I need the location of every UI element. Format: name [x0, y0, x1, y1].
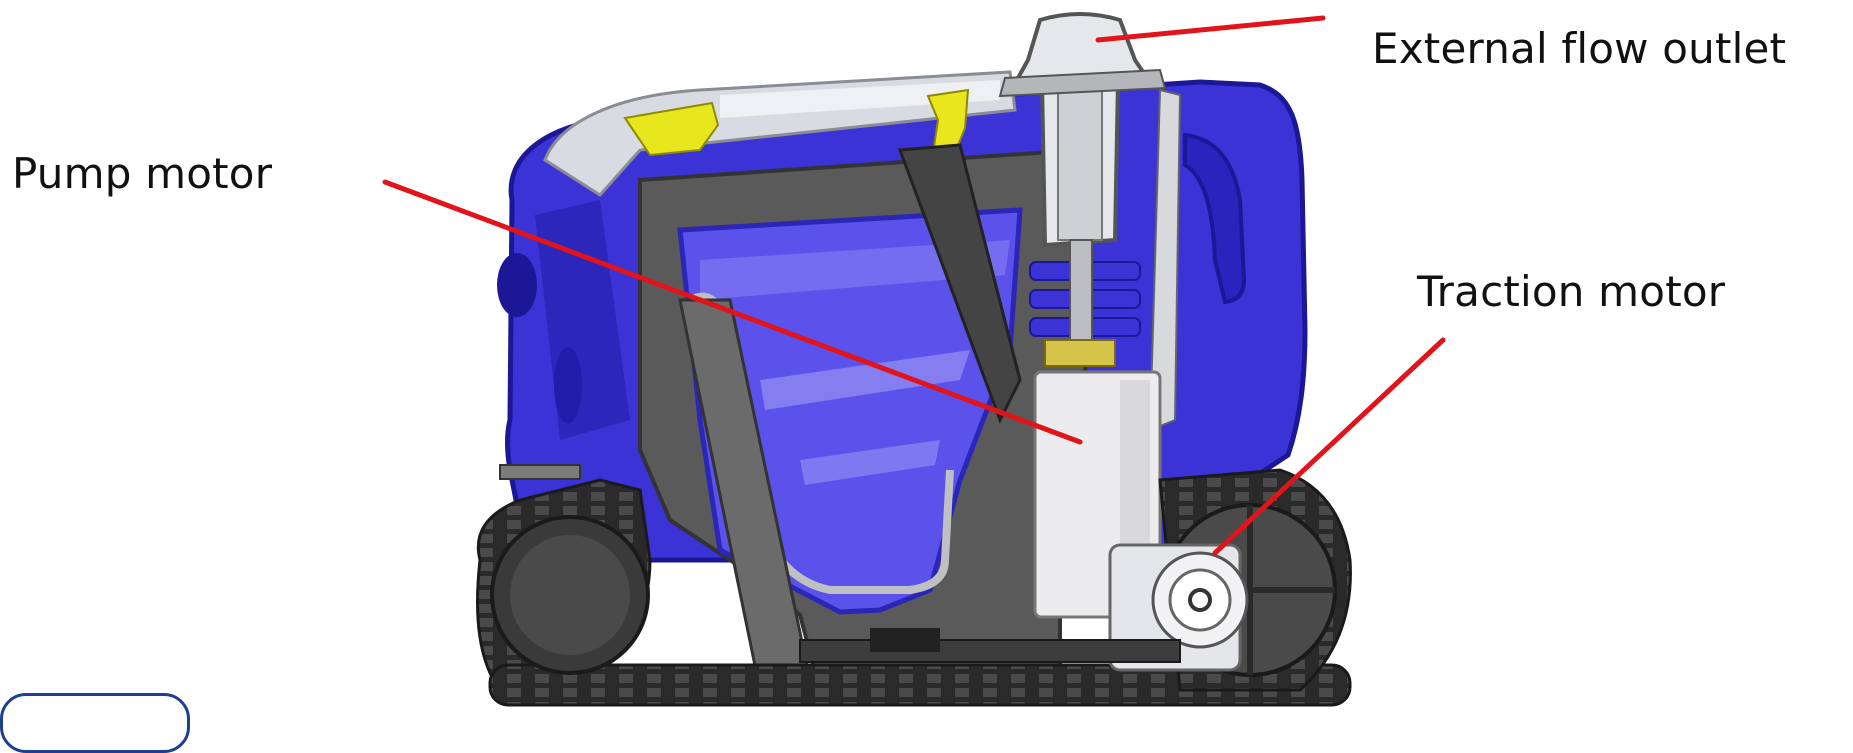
rear-wheel-hub: [510, 535, 630, 655]
slide-nav-frame[interactable]: [0, 693, 190, 753]
traction-motor-leader: [1212, 337, 1446, 556]
outlet-inner-tube: [1057, 89, 1103, 241]
traction-motor-label: Traction motor: [1417, 267, 1726, 316]
bottom-track-belt: [488, 663, 1352, 707]
external-flow-outlet-label: External flow outlet: [1372, 24, 1787, 73]
central-divider: [897, 143, 1022, 424]
front-handle-slot: [1183, 132, 1247, 305]
traction-motor-center: [1188, 588, 1212, 612]
outlet-flange: [998, 68, 1167, 98]
rear-foot: [499, 464, 581, 480]
shaft-coupling: [1044, 339, 1116, 367]
basket-shade-1: [700, 240, 1010, 300]
lid-highlight: [720, 80, 1000, 118]
chassis-base-plate: [799, 639, 1181, 663]
pump-motor-label: Pump motor: [12, 149, 273, 198]
bottom-inlet-grille: [870, 628, 940, 652]
robot-cutaway-diagram: External flow outlet Pump motor Traction…: [0, 12, 1787, 753]
basket-shade-2: [760, 350, 970, 410]
external-flow-outlet-leader: [1095, 15, 1326, 43]
rear-latch: [623, 101, 720, 157]
side-grip-circle: [497, 253, 537, 317]
side-oval-vent: [554, 347, 582, 423]
basket-shade-3: [800, 440, 940, 485]
robot-cross-section-illustration: [382, 12, 1446, 707]
outlet-front-wall: [1148, 88, 1182, 432]
pump-motor-leader: [382, 179, 1083, 445]
motor-shaft: [1069, 239, 1093, 351]
